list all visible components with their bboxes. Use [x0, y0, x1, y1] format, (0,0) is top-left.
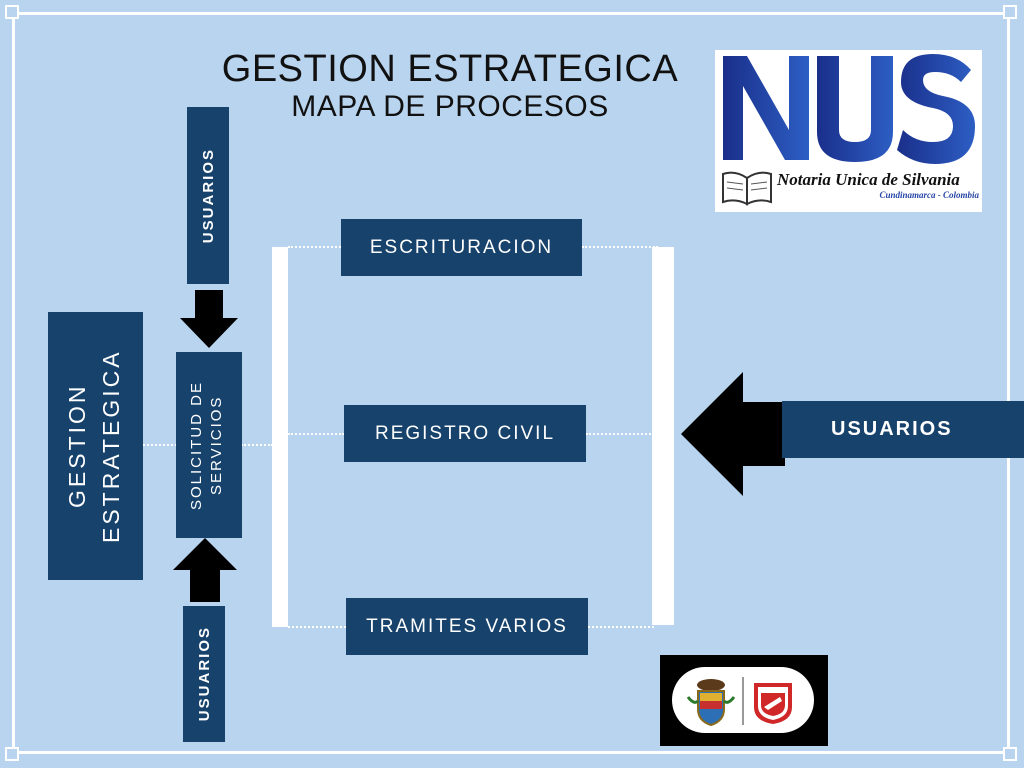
arrow-up-icon	[173, 538, 237, 602]
connector-escrituracion-left	[288, 246, 341, 248]
logo-name: Notaria Unica de Silvania	[777, 170, 960, 189]
logo-location: Cundinamarca - Colombia	[879, 190, 979, 200]
frame-corner-bottom-left	[5, 747, 19, 761]
gestion-estrategica-box: GESTION ESTRATEGICA	[48, 312, 143, 580]
process-label: TRAMITES VARIOS	[366, 615, 568, 637]
solicitud-servicios-box: SOLICITUD DE SERVICIOS	[176, 352, 242, 538]
page-subtitle: MAPA DE PROCESOS	[291, 90, 609, 123]
arrow-down-icon	[180, 290, 238, 348]
solicitud-servicios-label: SOLICITUD DE SERVICIOS	[188, 380, 225, 510]
arrow-left-icon	[681, 372, 785, 496]
connector-left	[143, 444, 177, 446]
connector-registro-left	[288, 433, 344, 435]
usuarios-bottom-box: USUARIOS	[183, 606, 225, 742]
connector-tramites-left	[288, 626, 346, 628]
page-title: GESTION ESTRATEGICA	[221, 48, 679, 90]
nus-logo: Notaria Unica de Silvania Cundinamarca -…	[715, 50, 982, 212]
process-label: REGISTRO CIVIL	[374, 422, 556, 444]
usuarios-top-label: USUARIOS	[199, 147, 217, 244]
process-registro-civil: REGISTRO CIVIL	[344, 405, 586, 462]
nus-logo-letters	[721, 50, 977, 166]
seals-logo	[660, 655, 828, 746]
connector-escrituracion-right	[582, 246, 658, 248]
usuarios-bottom-label: USUARIOS	[195, 626, 213, 722]
usuarios-right-box: USUARIOS	[782, 401, 1024, 458]
gestion-estrategica-label: GESTION ESTRATEGICA	[63, 349, 124, 543]
notary-seal-icon	[750, 677, 796, 725]
frame-corner-top-left	[5, 5, 19, 19]
colombia-coat-of-arms-icon	[686, 675, 736, 727]
connector-tramites-right	[588, 626, 654, 628]
frame-corner-top-right	[1003, 5, 1017, 19]
seals-divider	[742, 677, 744, 725]
connector-solicitud-bracket	[241, 444, 273, 446]
right-bracket-bar	[652, 247, 674, 625]
usuarios-right-label: USUARIOS	[831, 418, 953, 440]
usuarios-top-box: USUARIOS	[187, 107, 229, 284]
left-bracket-bar	[272, 247, 288, 627]
process-escrituracion: ESCRITURACION	[341, 219, 582, 276]
frame-corner-bottom-right	[1003, 747, 1017, 761]
process-label: ESCRITURACION	[369, 236, 554, 258]
page-frame	[12, 12, 1010, 754]
process-tramites-varios: TRAMITES VARIOS	[346, 598, 588, 655]
book-icon	[719, 168, 775, 208]
connector-registro-right	[586, 433, 654, 435]
nus-letters-graphic	[723, 54, 975, 164]
